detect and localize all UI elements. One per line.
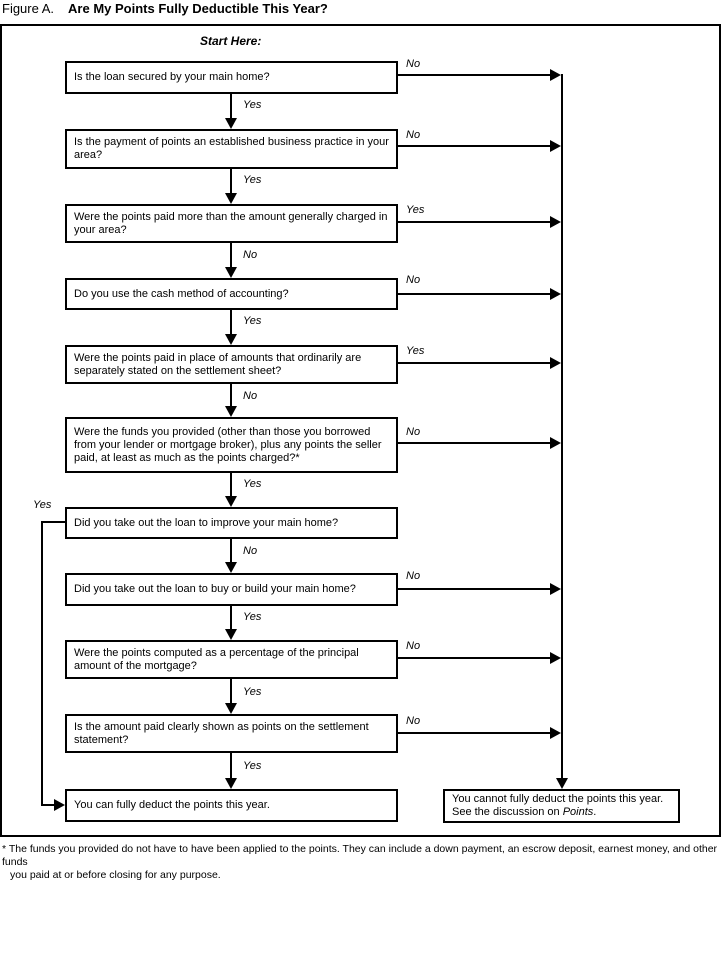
decision-text: Is the payment of points an established … (74, 136, 389, 161)
decision-box-cash-method: Do you use the cash method of accounting… (65, 278, 398, 310)
arrow-down-icon (225, 562, 237, 573)
arrow-right-icon (550, 437, 561, 449)
decision-box-buy-build-home: Did you take out the loan to buy or buil… (65, 573, 398, 606)
connector-line (398, 362, 550, 364)
connector-line (42, 521, 65, 523)
branch-label: No (243, 390, 258, 402)
arrow-right-icon (550, 288, 561, 300)
arrow-right-icon (550, 216, 561, 228)
decision-box-shown-on-statement: Is the amount paid clearly shown as poin… (65, 714, 398, 753)
arrow-right-icon (54, 799, 65, 811)
branch-label: Yes (406, 345, 425, 357)
branch-label: No (406, 570, 421, 582)
branch-label: Yes (33, 499, 52, 511)
connector-line (230, 473, 232, 505)
decision-box-business-practice: Is the payment of points an established … (65, 129, 398, 169)
connector-line (230, 243, 232, 276)
decision-text: Is the amount paid clearly shown as poin… (74, 720, 369, 746)
branch-label: No (243, 545, 258, 557)
connector-line-left-rail (41, 521, 43, 806)
outcome-italic-word: Points (562, 806, 594, 818)
decision-text: Were the points paid more than the amoun… (74, 210, 388, 236)
arrow-down-icon (225, 334, 237, 345)
arrow-down-icon (225, 193, 237, 204)
decision-box-more-than-charged: Were the points paid more than the amoun… (65, 204, 398, 243)
connector-line (42, 804, 55, 806)
footnote: * The funds you provided do not have to … (2, 843, 719, 882)
decision-box-funds-provided: Were the funds you provided (other than … (65, 417, 398, 473)
branch-label: No (406, 426, 421, 438)
connector-line (230, 94, 232, 127)
arrow-down-icon (225, 267, 237, 278)
connector-line (398, 442, 550, 444)
decision-box-percentage-principal: Were the points computed as a percentage… (65, 640, 398, 679)
arrow-right-icon (550, 357, 561, 369)
connector-line (230, 310, 232, 343)
footnote-line: * The funds you provided do not have to … (2, 843, 718, 868)
connector-line (398, 145, 550, 147)
branch-label: No (406, 274, 421, 286)
outcome-text: You cannot fully deduct the points this … (452, 793, 671, 819)
connector-line (230, 679, 232, 712)
figure-heading: Are My Points Fully Deductible This Year… (68, 1, 328, 16)
branch-label: Yes (243, 174, 262, 186)
decision-text: Did you take out the loan to improve you… (74, 516, 339, 529)
branch-label: No (406, 715, 421, 727)
arrow-down-icon (225, 629, 237, 640)
branch-label: No (406, 58, 421, 70)
connector-line (398, 293, 550, 295)
arrow-right-icon (550, 652, 561, 664)
outcome-text-before: You cannot fully deduct the points this … (452, 793, 664, 818)
branch-label: Yes (243, 478, 262, 490)
branch-label: Yes (243, 315, 262, 327)
arrow-right-icon (550, 727, 561, 739)
arrow-down-icon (225, 118, 237, 129)
connector-line (398, 221, 550, 223)
arrow-down-icon (225, 406, 237, 417)
figure-label: Figure A. (2, 1, 55, 16)
decision-text: Do you use the cash method of accounting… (74, 287, 289, 300)
arrow-down-icon (225, 778, 237, 789)
branch-label: Yes (243, 611, 262, 623)
arrow-right-icon (550, 69, 561, 81)
branch-label: No (406, 129, 421, 141)
branch-label: No (406, 640, 421, 652)
branch-label: Yes (243, 760, 262, 772)
connector-line (398, 74, 550, 76)
decision-text: Is the loan secured by your main home? (74, 71, 270, 83)
connector-line (398, 657, 550, 659)
start-here-label: Start Here: (200, 34, 262, 48)
footnote-line: you paid at or before closing for any pu… (10, 869, 221, 881)
connector-line (230, 753, 232, 787)
figure-title: Figure A. Are My Points Fully Deductible … (2, 1, 328, 16)
outcome-box-deductible: You can fully deduct the points this yea… (65, 789, 398, 822)
connector-line (230, 384, 232, 415)
branch-label: No (243, 249, 258, 261)
arrow-down-icon (225, 496, 237, 507)
outcome-text: You can fully deduct the points this yea… (74, 799, 270, 811)
decision-text: Did you take out the loan to buy or buil… (74, 583, 356, 595)
connector-line (230, 539, 232, 571)
connector-line (398, 732, 550, 734)
decision-box-loan-secured: Is the loan secured by your main home? (65, 61, 398, 94)
outcome-text-after: . (593, 806, 597, 818)
decision-text: Were the points computed as a percentage… (74, 646, 359, 672)
branch-label: Yes (243, 686, 262, 698)
decision-text: Were the funds you provided (other than … (74, 425, 382, 464)
connector-line (230, 169, 232, 202)
connector-line (398, 588, 550, 590)
arrow-down-icon (225, 703, 237, 714)
branch-label: Yes (406, 204, 425, 216)
decision-text: Were the points paid in place of amounts… (74, 351, 362, 377)
arrow-right-icon (550, 140, 561, 152)
decision-box-in-place-of-amounts: Were the points paid in place of amounts… (65, 345, 398, 384)
outcome-box-not-deductible: You cannot fully deduct the points this … (443, 789, 680, 823)
branch-label: Yes (243, 99, 262, 111)
connector-line (230, 606, 232, 638)
connector-line-right-rail (561, 74, 563, 778)
arrow-right-icon (550, 583, 561, 595)
decision-box-improve-home: Did you take out the loan to improve you… (65, 507, 398, 539)
arrow-down-icon (556, 778, 568, 789)
